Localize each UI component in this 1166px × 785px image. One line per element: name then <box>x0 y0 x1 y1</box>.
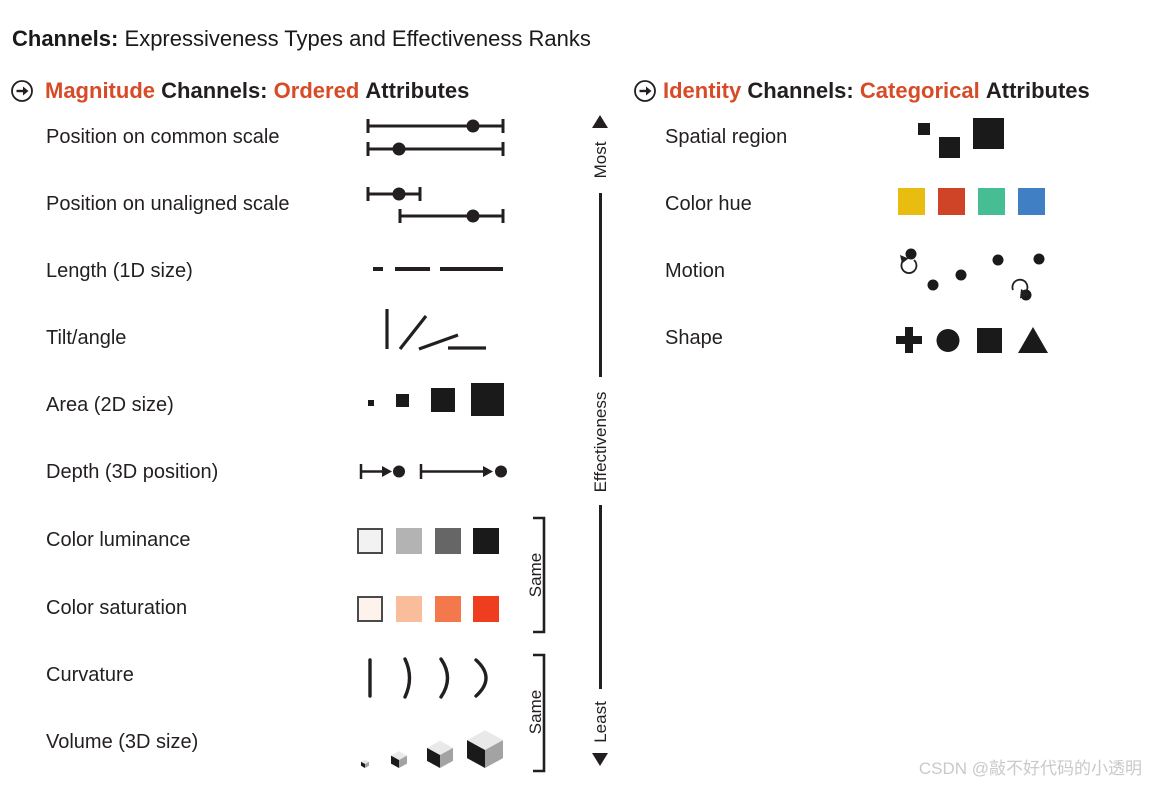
axis-most-label: Most <box>591 141 610 179</box>
arrow-circle-icon <box>11 80 33 102</box>
row-label-position-common: Position on common scale <box>46 126 280 148</box>
axis-effectiveness-label: Effectiveness <box>591 391 610 493</box>
area-square <box>471 383 504 416</box>
shape-circle <box>936 329 960 352</box>
shape-triangle <box>1018 327 1048 353</box>
spatial-square <box>918 123 930 135</box>
luminance-swatch <box>396 528 422 554</box>
magnitude-heading-suffix: Attributes <box>365 78 470 103</box>
spatial-square <box>973 118 1004 149</box>
area-square <box>396 394 409 407</box>
row-label-volume: Volume (3D size) <box>46 731 199 753</box>
cube <box>391 751 407 768</box>
figure-title-prefix: Channels: <box>12 26 119 51</box>
spatial-square <box>939 137 960 158</box>
axis-least-label: Least <box>591 701 610 743</box>
glyph-length-icon <box>373 267 503 271</box>
cube-small <box>361 759 369 768</box>
axis-line-upper <box>599 193 602 377</box>
hue-swatch-green <box>978 188 1005 215</box>
axis-line-lower <box>599 505 602 689</box>
magnitude-heading-mid: Channels: <box>161 78 268 103</box>
figure-title-rest: Expressiveness Types and Effectiveness R… <box>124 26 591 51</box>
cube <box>427 740 453 768</box>
row-label-motion: Motion <box>665 260 726 282</box>
same-bracket-icon <box>533 653 546 773</box>
luminance-swatch <box>435 528 461 554</box>
row-label-tilt: Tilt/angle <box>46 327 127 349</box>
row-label-color-luminance: Color luminance <box>46 529 191 551</box>
identity-heading-suffix: Attributes <box>985 78 1090 103</box>
shape-square <box>977 328 1002 353</box>
row-label-area: Area (2D size) <box>46 394 174 416</box>
glyph-position-common-scale-icon <box>366 119 505 156</box>
area-square <box>431 388 455 412</box>
row-label-color-hue: Color hue <box>665 193 752 215</box>
arrow-circle-icon <box>634 80 656 102</box>
glyph-volume-icon <box>361 730 503 768</box>
same-label: Same <box>526 689 545 735</box>
identity-heading-type: Identity <box>663 78 742 103</box>
row-label-depth: Depth (3D position) <box>46 461 219 483</box>
glyph-curvature-icon <box>368 657 488 699</box>
luminance-swatch <box>473 528 499 554</box>
glyph-position-unaligned-scale-icon <box>366 187 505 223</box>
cube-large <box>467 730 503 768</box>
glyph-shape-icon <box>896 327 1048 353</box>
row-label-spatial-region: Spatial region <box>665 126 788 148</box>
area-square <box>368 400 374 406</box>
hue-swatch-red <box>938 188 965 215</box>
same-bracket-icon <box>533 516 546 634</box>
saturation-swatch <box>396 596 422 622</box>
axis-arrow-down-icon <box>592 753 608 766</box>
glyph-depth-icon <box>359 464 507 479</box>
shape-plus <box>896 327 922 353</box>
glyph-area-icon <box>355 380 505 425</box>
glyph-motion-icon <box>900 248 1045 301</box>
saturation-swatch <box>473 596 499 622</box>
saturation-swatch <box>357 596 383 622</box>
magnitude-heading-type: Magnitude <box>45 78 155 103</box>
hue-swatch-yellow <box>898 188 925 215</box>
row-label-color-saturation: Color saturation <box>46 597 188 619</box>
watermark: CSDN @敲不好代码的小透明 <box>918 759 1142 778</box>
row-label-position-unaligned: Position on unaligned scale <box>46 193 290 215</box>
glyph-tilt-angle-icon <box>385 309 486 351</box>
luminance-swatch <box>357 528 383 554</box>
glyph-spatial-region-icon <box>880 110 1050 180</box>
hue-swatch-blue <box>1018 188 1045 215</box>
same-label: Same <box>526 552 545 598</box>
axis-arrow-up-icon <box>592 115 608 128</box>
saturation-swatch <box>435 596 461 622</box>
row-label-length: Length (1D size) <box>46 260 193 282</box>
figure-title: Channels:Expressiveness Types and Effect… <box>12 26 591 52</box>
identity-heading-mid: Channels: <box>747 78 854 103</box>
row-label-curvature: Curvature <box>46 664 134 686</box>
identity-heading-attrtype: Categorical <box>859 78 980 103</box>
magnitude-heading-attrtype: Ordered <box>273 78 360 103</box>
row-label-shape: Shape <box>665 327 723 349</box>
